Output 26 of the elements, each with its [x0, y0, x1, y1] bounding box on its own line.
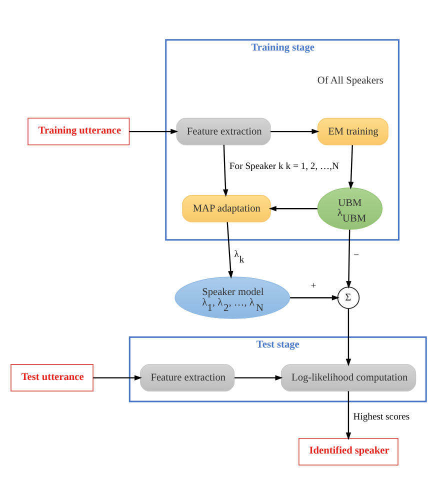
arrow: [268, 206, 318, 212]
node-box: Training utterance: [28, 118, 130, 146]
arrow: [290, 295, 340, 300]
node-box: Log-likelihood computation: [280, 364, 416, 392]
arrow: [346, 230, 352, 289]
arrow: [222, 144, 228, 197]
node-circle: Σ: [337, 286, 360, 309]
edge-label: −: [354, 250, 360, 261]
node-box: Test utterance: [10, 364, 94, 392]
arrow: [348, 145, 354, 190]
arrow: [93, 375, 142, 380]
node-box: Feature extraction: [176, 118, 271, 146]
node-box: Identified speaker: [298, 438, 398, 466]
arrow: [346, 391, 352, 440]
arrow: [270, 128, 320, 134]
node-box: MAP adaptation: [182, 194, 271, 222]
label: Of All Speakers: [317, 75, 384, 86]
arrow: [226, 222, 234, 279]
edge-label: +: [310, 280, 316, 292]
arrow: [346, 308, 352, 366]
arrow: [234, 375, 283, 380]
edge-label: Highest scores: [353, 412, 410, 423]
arrow: [129, 128, 178, 134]
node-box: Feature extraction: [140, 364, 235, 392]
edge-label: For Speaker k k = 1, 2, …,N: [229, 160, 339, 172]
node-box: EM training: [317, 118, 388, 146]
